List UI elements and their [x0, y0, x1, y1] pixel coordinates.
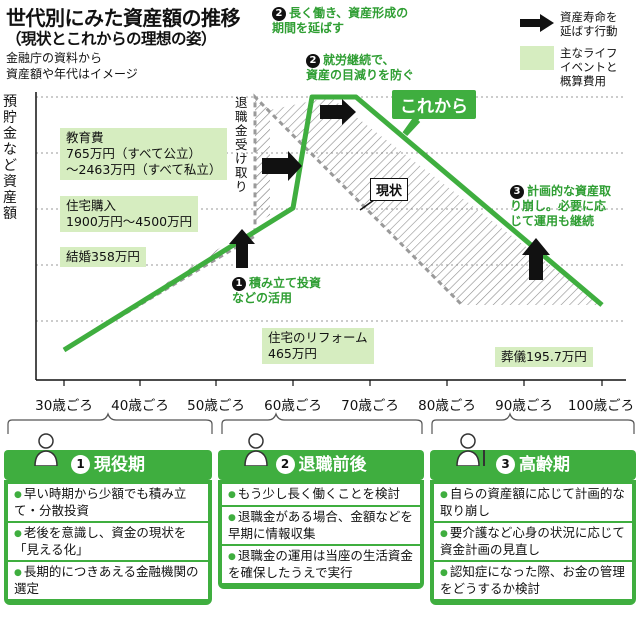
stage-item: 早い時期から少額でも積み立て・分散投資: [8, 484, 208, 521]
page-subtitle: （現状とこれからの理想の姿）: [6, 30, 217, 48]
future-curve-label: これから: [392, 90, 476, 119]
stage-item: 退職金がある場合、金額などを早期に情報収集: [222, 507, 420, 544]
stage-brackets: [7, 412, 635, 434]
event-education: 教育費 765万円（すべて公立） 〜2463万円（すべて私立）: [60, 128, 228, 180]
stage-title: 退職前後: [298, 455, 367, 475]
stage-number: 3: [496, 455, 515, 474]
retirement-label: 退職金受け取り: [235, 95, 248, 194]
stage-item: もう少し長く働くことを検討: [222, 484, 420, 505]
stage-body: 早い時期から少額でも積み立て・分散投資 老後を意識し、資金の現状を「見える化」 …: [4, 480, 212, 605]
x-ticks: [63, 380, 603, 386]
stage-item: 老後を意識し、資金の現状を「見える化」: [8, 523, 208, 560]
black-arrow-icon: [520, 14, 554, 32]
x-tick-label: 60歳ごろ: [264, 398, 322, 414]
source-note: 金融庁の資料から 資産額や年代はイメージ: [6, 51, 138, 81]
note-text: 積み立て投資 などの活用: [232, 276, 322, 305]
legend-event-label: 主なライフ イベントと 概算費用: [560, 46, 618, 88]
current-curve-label: 現状: [370, 178, 409, 201]
stage-body: もう少し長く働くことを検討 退職金がある場合、金額などを早期に情報収集 退職金の…: [218, 480, 424, 589]
stage-number: 2: [275, 455, 295, 474]
x-tick-label: 80歳ごろ: [418, 398, 476, 414]
page-title: 世代別にみた資産額の推移: [6, 6, 241, 30]
stage-title: 現役期: [94, 455, 145, 475]
x-tick-label: 70歳ごろ: [341, 398, 399, 414]
stage-item: 要介護など心身の状況に応じて資金計画の見直し: [434, 523, 632, 560]
young-person-icon: [34, 433, 58, 466]
legend-arrow-label: 資産寿命を 延ばす行動: [560, 10, 618, 38]
x-tick-label: 50歳ごろ: [187, 398, 245, 414]
x-tick-label: 100歳ごろ: [567, 398, 635, 414]
note-text: 就労継続で、 資産の目減りを防ぐ: [306, 53, 415, 82]
x-tick-label: 90歳ごろ: [495, 398, 553, 414]
green-swatch-icon: [520, 46, 554, 70]
event-reform: 住宅のリフォーム 465万円: [262, 328, 374, 364]
investment-arrow: [229, 229, 255, 268]
hatch-right: [270, 97, 602, 305]
note-text: 長く働き、資産形成の 期間を延ばす: [272, 6, 409, 35]
x-tick-label: 40歳ごろ: [111, 398, 169, 414]
stage-item: 認知症になった際、お金の管理をどうするか検討: [434, 562, 632, 599]
stage-body: 自らの資産額に応じて計画的な取り崩し 要介護など心身の状況に応じて資金計画の見直…: [430, 480, 636, 605]
future-curve: [62, 94, 604, 353]
extend-work-arrow: [262, 151, 302, 181]
note-number: 2: [306, 54, 320, 68]
drawdown-arrow: [522, 238, 550, 280]
elderly-person-icon: [456, 433, 485, 466]
note-number: 1: [232, 277, 246, 291]
stage-item: 長期的につきあえる金融機関の選定: [8, 562, 208, 599]
stage-number: 1: [71, 455, 90, 474]
note-number: 3: [510, 185, 524, 199]
asset-chart: [35, 92, 626, 386]
x-tick-label: 30歳ごろ: [35, 398, 93, 414]
middle-aged-person-icon: [244, 433, 268, 466]
event-funeral: 葬儀195.7万円: [495, 347, 593, 367]
prevent-decline-arrow: [320, 99, 356, 125]
event-house-purchase: 住宅購入 1900万円〜4500万円: [60, 196, 199, 232]
y-axis-label: 預貯金など資産額: [3, 94, 17, 222]
stage-item: 退職金の運用は当座の生活資金を確保したうえで実行: [222, 546, 420, 583]
stage-item: 自らの資産額に応じて計画的な取り崩し: [434, 484, 632, 521]
event-marriage: 結婚358万円: [60, 247, 146, 267]
note-number: 2: [272, 7, 286, 21]
note-text: 計画的な資産取 り崩し。必要に応 じて運用も継続: [510, 184, 612, 228]
stage-title: 高齢期: [519, 455, 570, 475]
